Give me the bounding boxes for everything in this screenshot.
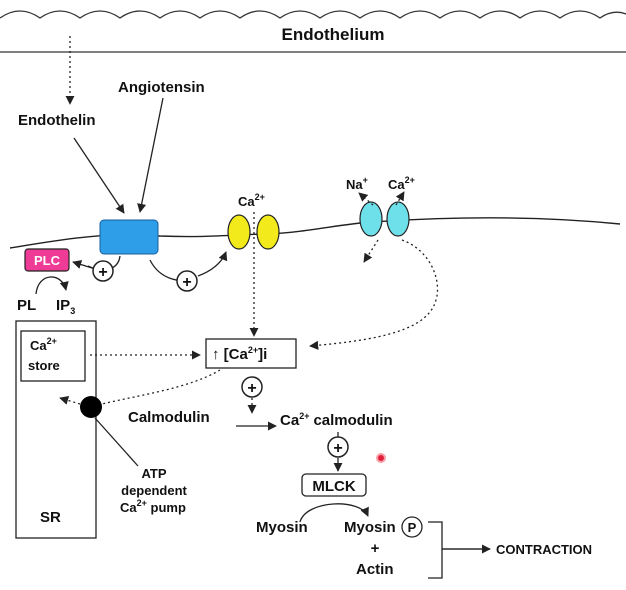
ca-channel-stimulation-plus xyxy=(176,270,198,292)
atp-label-line2: dependent xyxy=(121,483,187,498)
atp-pump xyxy=(80,396,102,418)
myosin-p-label: Myosin xyxy=(344,519,396,536)
exchanger-left xyxy=(359,201,383,237)
exchanger-to-cytosol-arrow xyxy=(309,239,439,350)
plus-to-plc-arrow xyxy=(72,260,93,269)
pump-to-sr-arrow xyxy=(59,395,81,405)
angiotensin-to-receptor-arrow xyxy=(137,97,164,213)
intracellular-ca-label: ↑ [Ca2+]i xyxy=(212,345,267,363)
myosin-label: Myosin xyxy=(256,519,308,536)
ca-store-label-line2: store xyxy=(28,358,60,373)
ca-channel-stimulation-plus-symbol: + xyxy=(182,274,191,291)
endothelium-wavy-border xyxy=(0,10,626,19)
intracellular-ca-box xyxy=(205,338,297,369)
mlck-stimulation-plus-symbol: + xyxy=(333,440,342,457)
exchanger-right xyxy=(386,201,410,237)
ca-calmodulin-label: Ca2+calmodulin xyxy=(280,411,393,429)
pl-label: PL xyxy=(17,297,36,314)
ca-channel-left xyxy=(227,214,251,250)
exchanger-in-arrow xyxy=(363,239,379,263)
endothelin-label: Endothelin xyxy=(18,112,96,129)
receptor xyxy=(99,219,159,255)
plc-label: PLC xyxy=(34,253,61,268)
na-label: Na+ xyxy=(346,175,368,192)
actin-label: Actin xyxy=(356,561,394,578)
angiotensin-label: Angiotensin xyxy=(118,79,205,96)
plus-sign: + xyxy=(371,540,380,557)
ca-channel-right xyxy=(256,214,280,250)
pl-to-ip3-arc xyxy=(35,276,69,295)
mlck-box xyxy=(301,473,367,497)
contraction-label: CONTRACTION xyxy=(496,542,592,557)
ca-store-box xyxy=(20,330,86,382)
sr-label: SR xyxy=(40,509,61,526)
endothelium-title: Endothelium xyxy=(282,25,385,44)
calmodulin-label: Calmodulin xyxy=(128,409,210,426)
plus-to-ca-channel-arrow xyxy=(197,251,228,277)
plc-box xyxy=(24,248,70,272)
exchanger-ca-label: Ca2+ xyxy=(388,175,415,192)
red-marker-dot xyxy=(376,453,386,463)
pump-label-leader xyxy=(94,417,139,467)
atp-label-line1: ATP xyxy=(141,466,166,481)
mlck-label: MLCK xyxy=(312,478,355,495)
myosin-actin-bracket xyxy=(428,521,490,579)
ca-store-label-line1: Ca2+ xyxy=(30,336,57,353)
calmodulin-stimulation-plus xyxy=(241,376,263,398)
phosphate-circle xyxy=(401,516,423,538)
plc-stimulation-plus-symbol: + xyxy=(98,264,107,281)
endothelin-to-receptor-arrow xyxy=(73,137,125,214)
ip3-label: IP3 xyxy=(56,297,75,316)
na-entry-arrow xyxy=(358,192,374,206)
atp-label-line3: Ca2+ pump xyxy=(120,498,186,515)
calmodulin-stimulation-plus-symbol: + xyxy=(247,380,256,397)
ca-channel-label: Ca2+ xyxy=(238,192,265,209)
phosphate-label: P xyxy=(408,520,417,535)
myosin-phosphorylation-arc xyxy=(299,503,369,523)
cytosol-to-pump-arc xyxy=(101,369,221,405)
mlck-stimulation-plus xyxy=(327,436,349,458)
plc-stimulation-plus xyxy=(92,260,114,282)
